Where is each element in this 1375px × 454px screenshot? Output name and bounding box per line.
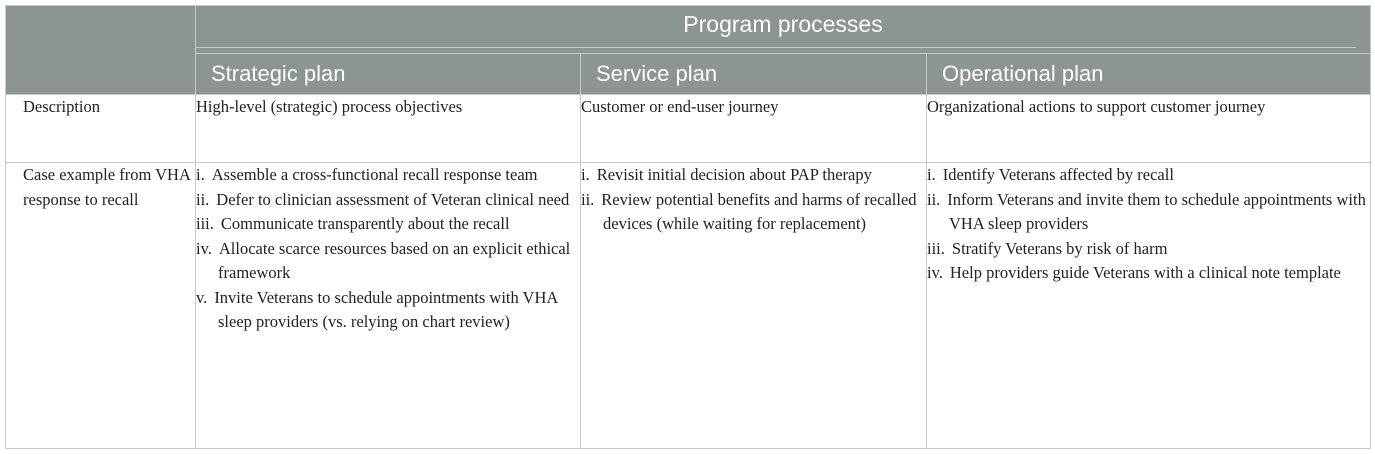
- description-strategic-plan: High-level (strategic) process objective…: [195, 94, 581, 163]
- list-item: iv.Allocate scarce resources based on an…: [196, 238, 571, 283]
- strategic-plan-list: i.Assemble a cross-functional recall res…: [196, 163, 580, 335]
- group-header-row: Program processes: [5, 5, 1372, 95]
- description-operational-plan: Organizational actions to support custom…: [925, 94, 1372, 163]
- list-item: ii.Inform Veterans and invite them to sc…: [927, 189, 1366, 234]
- list-item: iv.Help providers guide Veterans with a …: [927, 263, 1341, 282]
- list-item: ii.Review potential benefits and harms o…: [581, 189, 917, 234]
- case-operational-plan-cell: i.Identify Veterans affected by recall i…: [925, 162, 1372, 449]
- row-label-case-example: Case example from VHA response to recall: [5, 162, 196, 449]
- case-service-plan-cell: i.Revisit initial decision about PAP the…: [580, 162, 927, 449]
- list-item: v.Invite Veterans to schedule appointmen…: [196, 287, 558, 332]
- row-label-description: Description: [5, 94, 196, 163]
- list-item: i.Assemble a cross-functional recall res…: [196, 165, 538, 184]
- group-header-cell: Program processes: [194, 5, 1372, 54]
- column-header-service-plan: Service plan: [580, 53, 927, 95]
- list-item: i.Identify Veterans affected by recall: [927, 165, 1174, 184]
- header-corner-cell: [5, 5, 196, 95]
- list-item: i.Revisit initial decision about PAP the…: [581, 165, 872, 184]
- description-service-plan: Customer or end-user journey: [580, 94, 927, 163]
- column-header-row: Strategic plan Service plan Operational …: [6, 53, 1372, 95]
- group-header-label: Program processes: [683, 11, 883, 37]
- program-processes-table: Program processes Strategic plan Service…: [5, 5, 1372, 449]
- group-header-rule: [196, 47, 1357, 48]
- table-row-description: Description High-level (strategic) proce…: [5, 94, 1372, 163]
- operational-plan-list: i.Identify Veterans affected by recall i…: [927, 163, 1370, 286]
- table-row-case-example: Case example from VHA response to recall…: [5, 162, 1372, 449]
- service-plan-list: i.Revisit initial decision about PAP the…: [581, 163, 926, 237]
- column-header-operational-plan: Operational plan: [925, 53, 1372, 95]
- list-item: iii.Stratify Veterans by risk of harm: [927, 238, 1168, 258]
- case-strategic-plan-cell: i.Assemble a cross-functional recall res…: [195, 162, 581, 449]
- list-item: iii.Communicate transparently about the …: [196, 214, 510, 233]
- column-header-strategic-plan: Strategic plan: [195, 53, 581, 95]
- list-item: ii.Defer to clinician assessment of Vete…: [196, 189, 570, 209]
